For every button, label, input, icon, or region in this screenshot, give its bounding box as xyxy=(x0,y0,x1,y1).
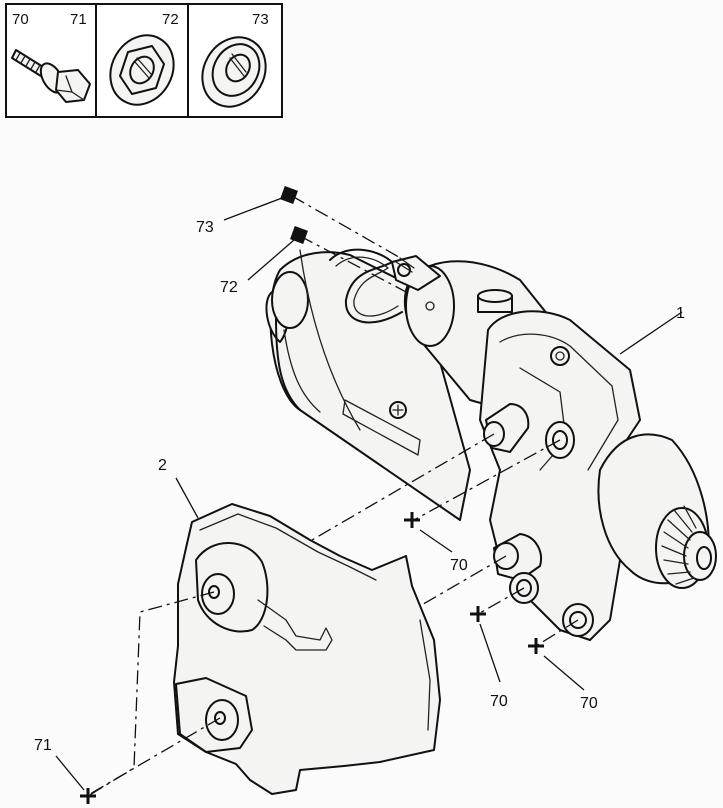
serrated-nut-icon xyxy=(201,36,267,108)
bolt-71-marker xyxy=(80,788,96,804)
bolt-70-c-marker xyxy=(528,638,544,654)
key-label-70: 70 xyxy=(12,11,29,28)
callout-70-b: 70 xyxy=(490,693,508,710)
callout-70-c: 70 xyxy=(580,695,598,712)
fastener-key-box: 70 71 72 73 xyxy=(5,3,283,118)
heat-shield xyxy=(173,503,441,795)
assembly-centerlines xyxy=(87,195,579,797)
callout-70-a: 70 xyxy=(450,557,468,574)
callout-leaders xyxy=(55,197,683,791)
callout-73: 73 xyxy=(196,219,214,236)
callout-72: 72 xyxy=(220,279,238,296)
key-label-73: 73 xyxy=(252,11,269,28)
flanged-nut-icon xyxy=(109,34,175,106)
callout-1-starter-motor: 1 xyxy=(676,305,685,322)
starter-motor xyxy=(265,248,717,641)
key-label-71: 71 xyxy=(70,11,87,28)
bolt-with-washer-icon xyxy=(11,49,91,103)
callout-71: 71 xyxy=(34,737,52,754)
nut-72-marker xyxy=(290,226,308,244)
nut-73-marker xyxy=(280,186,298,204)
bolt-70-b-marker xyxy=(470,606,486,622)
callout-2-heat-shield: 2 xyxy=(158,457,167,474)
fastener-markers xyxy=(80,186,544,804)
key-label-72: 72 xyxy=(162,11,179,28)
bolt-70-a-marker xyxy=(404,512,420,528)
